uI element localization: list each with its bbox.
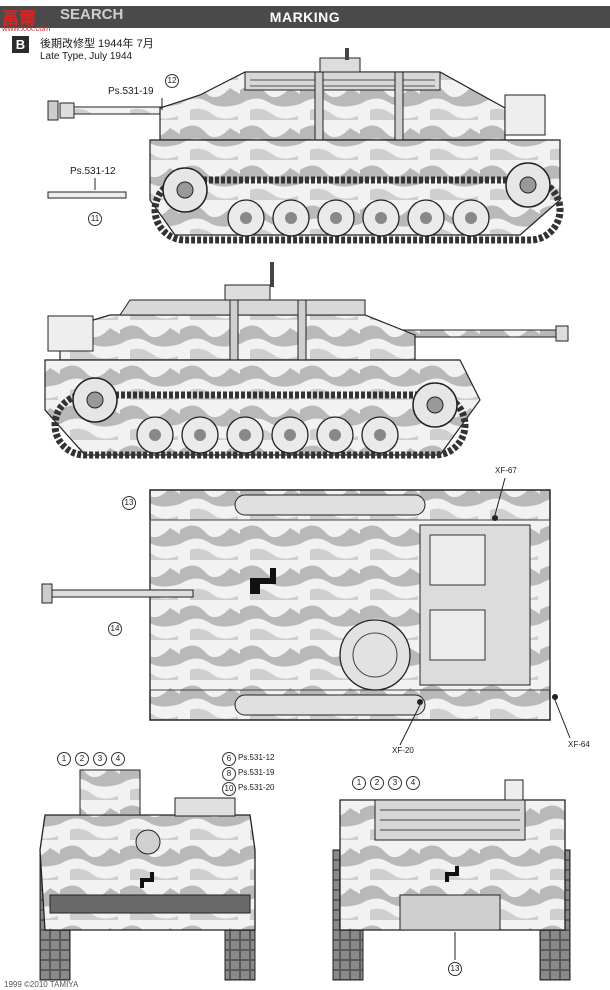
logo: 畐爾 SEARCH www.xxx.com xyxy=(2,4,162,33)
paint-label-xf67: XF-67 xyxy=(495,466,517,475)
paint-label-xf20: XF-20 xyxy=(392,746,414,755)
antenna-part-label: Ps.531-12 xyxy=(70,166,116,177)
rear-num-13: 13 xyxy=(448,962,462,976)
page-title: MARKING xyxy=(269,9,341,25)
front-ref-num-8: 8 xyxy=(222,767,236,781)
logo-chinese: 畐爾 xyxy=(2,9,36,28)
front-ref-num-10: 10 xyxy=(222,782,236,796)
side-view-right xyxy=(44,262,569,459)
front-ref-label-6: Ps.531-12 xyxy=(238,753,275,762)
front-num-3: 3 xyxy=(93,752,107,766)
header-bar xyxy=(0,6,610,28)
front-view xyxy=(39,769,256,981)
section-title-ja: 後期改修型 1944年 7月 xyxy=(40,38,154,50)
front-num-1: 1 xyxy=(57,752,71,766)
section-badge: B xyxy=(12,36,29,53)
logo-english: SEARCH xyxy=(60,6,124,23)
top-view xyxy=(41,477,571,746)
front-num-2: 2 xyxy=(75,752,89,766)
rear-view xyxy=(332,779,571,981)
front-ref-num-6: 6 xyxy=(222,752,236,766)
front-num-4: 4 xyxy=(111,752,125,766)
top-part-number-14: 14 xyxy=(108,622,122,636)
copyright: 1999 ©2010 TAMIYA xyxy=(4,980,79,989)
front-ref-label-10: Ps.531-20 xyxy=(238,783,275,792)
paint-label-xf64: XF-64 xyxy=(568,740,590,749)
section-title-en: Late Type, July 1944 xyxy=(40,51,133,62)
logo-url: www.xxx.com xyxy=(2,24,51,33)
rear-num-1: 1 xyxy=(352,776,366,790)
rear-num-4: 4 xyxy=(406,776,420,790)
side-view-left xyxy=(47,48,564,244)
barrel-part-number: 12 xyxy=(165,74,179,88)
front-ref-label-8: Ps.531-19 xyxy=(238,768,275,777)
rear-num-3: 3 xyxy=(388,776,402,790)
top-part-number-13: 13 xyxy=(122,496,136,510)
rear-num-2: 2 xyxy=(370,776,384,790)
antenna-part-number: 11 xyxy=(88,212,102,226)
barrel-part-label: Ps.531-19 xyxy=(108,86,154,97)
